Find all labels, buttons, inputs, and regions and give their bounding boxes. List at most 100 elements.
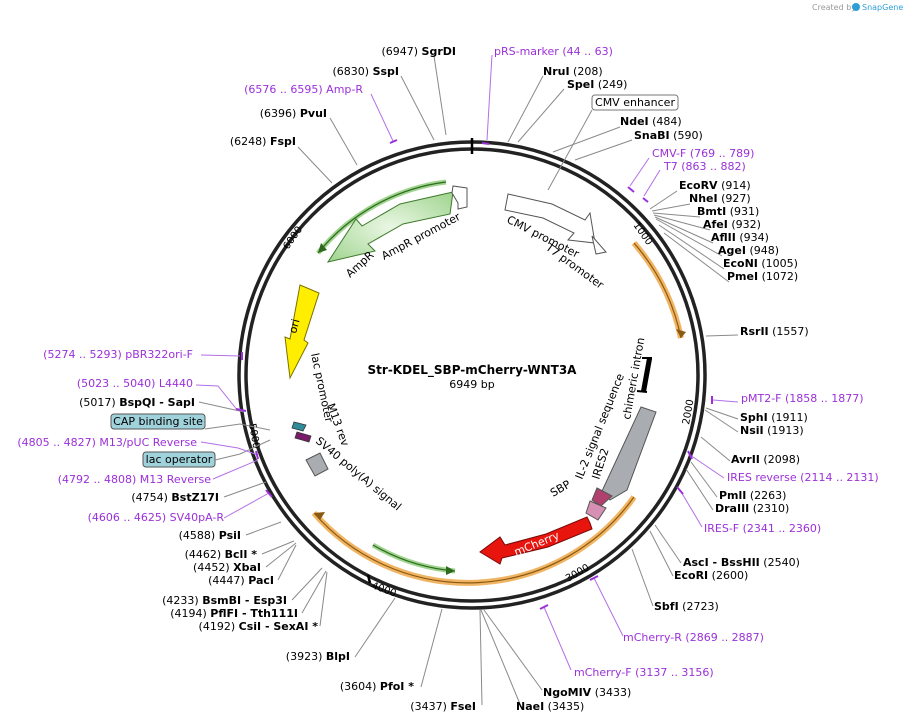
feature-label-sv40-polya: SV40 poly(A) signal bbox=[313, 434, 404, 513]
primer-mark-cmv-f bbox=[627, 186, 635, 193]
leader-fspi bbox=[297, 146, 333, 184]
sbp-shape bbox=[585, 500, 607, 521]
primer-label-t7: T7 (863 .. 882) bbox=[663, 160, 746, 173]
site-label-fspi: (6248) FspI bbox=[230, 135, 296, 148]
cap-binding-leader bbox=[204, 423, 271, 431]
lac-operator-label: lac operator bbox=[146, 453, 213, 466]
leader-pfoi bbox=[420, 608, 443, 688]
cap-binding-site-box bbox=[110, 413, 206, 430]
orf-arrowhead-top-right bbox=[676, 329, 686, 338]
m13-rev-shape bbox=[294, 431, 312, 443]
site-label-nhei: NheI (927) bbox=[689, 192, 751, 205]
site-label-nsii: NsiI (1913) bbox=[740, 424, 804, 437]
primer-mark-prs-marker bbox=[481, 142, 490, 145]
site-label-bspqi-sapi: (5017) BspQI - SapI bbox=[79, 396, 195, 409]
leader-bmti bbox=[652, 212, 701, 218]
created-by-text: Created by bbox=[812, 3, 856, 12]
primer-mark-ires-reverse bbox=[687, 450, 693, 460]
plasmid-name: Str-KDEL_SBP-mCherry-WNT3A bbox=[368, 363, 578, 378]
site-label-fsei: (3437) FseI bbox=[410, 700, 476, 713]
ampr-promoter-arrow bbox=[451, 185, 468, 210]
site-label-avrii: AvrII (2098) bbox=[731, 453, 800, 466]
feature-label-sbp: SBP bbox=[548, 478, 573, 500]
t7-promoter-arrow bbox=[591, 235, 607, 255]
site-label-pfoi: (3604) PfoI * bbox=[340, 680, 414, 693]
leader-sgrdi bbox=[433, 55, 447, 136]
site-label-bsmbi-esp3i: (4233) BsmBI - Esp3I bbox=[162, 594, 287, 607]
orf-arrowhead-bottom bbox=[314, 512, 325, 520]
leader-xbai bbox=[265, 542, 297, 568]
leader-nsii bbox=[704, 409, 739, 433]
leader-pvui bbox=[329, 117, 358, 166]
leader-bspqi bbox=[198, 401, 245, 413]
primer-label-ires-f: IRES-F (2341 .. 2360) bbox=[704, 522, 821, 535]
primer-label-l4440: (5023 .. 5040) L4440 bbox=[77, 377, 193, 390]
primer-label-mcherry-r: mCherry-R (2869 .. 2887) bbox=[623, 631, 764, 644]
primer-leader-cmv-f bbox=[629, 157, 650, 187]
orf-line-bottom bbox=[313, 496, 635, 584]
backbone bbox=[237, 138, 707, 610]
primer-mark-m13-puc-reverse bbox=[255, 450, 259, 460]
leader-lines bbox=[198, 55, 739, 706]
tick-2000: 2000 bbox=[681, 399, 696, 426]
ori-arrow bbox=[284, 284, 320, 380]
green-arrowhead-bottom bbox=[446, 566, 455, 575]
primer-leader-m13-puc-reverse bbox=[200, 441, 259, 456]
chimeric-intron-bar bbox=[641, 358, 652, 392]
primer-leader-mcherry-r bbox=[593, 577, 624, 637]
primer-mark-ires-f bbox=[676, 486, 684, 495]
leader-srui bbox=[507, 75, 544, 143]
il2-signal-sequence-shape bbox=[601, 406, 657, 501]
leader-avrii bbox=[700, 436, 731, 462]
orf-arcs bbox=[311, 179, 686, 586]
restriction-site-labels: (6947) SgrDI(6830) SspI(6396) PvuI(6248)… bbox=[79, 45, 809, 713]
leader-rsrii bbox=[705, 334, 739, 337]
tick-mark-4000 bbox=[366, 574, 372, 584]
site-label-bstz17i: (4754) BstZ17I bbox=[131, 491, 219, 504]
primer-leader-mcherry-f bbox=[543, 606, 572, 671]
site-label-econi: EcoNI (1005) bbox=[723, 257, 798, 270]
snapgene-logo: Created by SnapGene bbox=[812, 3, 903, 12]
primer-label-m13-puc-reverse: (4805 .. 4827) M13/pUC Reverse bbox=[17, 436, 197, 449]
mcherry-arrow bbox=[479, 516, 593, 565]
primer-leader-prs-marker bbox=[486, 54, 493, 141]
primer-label-prs-marker: pRS-marker (44 .. 63) bbox=[494, 45, 613, 58]
primer-leader-ires-reverse bbox=[689, 454, 725, 479]
primer-label-pmt2-f: pMT2-F (1858 .. 1877) bbox=[741, 392, 864, 405]
leader-pmli bbox=[690, 461, 718, 498]
site-label-csii-sexai: (4192) CsiI - SexAI * bbox=[199, 620, 319, 633]
site-label-snabi: SnaBI (590) bbox=[634, 129, 703, 142]
leader-sspi bbox=[400, 75, 435, 141]
primer-leader-l4440 bbox=[195, 384, 239, 412]
primer-mark-l4440 bbox=[235, 408, 247, 412]
lac-operator-leader bbox=[214, 439, 271, 461]
site-label-naei: NaeI (3435) bbox=[516, 700, 584, 713]
site-label-nrui: NruI (208) bbox=[543, 65, 603, 78]
tick-4000: 4000 bbox=[370, 580, 398, 599]
site-label-pmei: PmeI (1072) bbox=[727, 270, 798, 283]
site-label-bmti: BmtI (931) bbox=[697, 205, 759, 218]
cmv-enhancer-label: CMV enhancer bbox=[595, 96, 675, 109]
primer-label-m13-reverse: (4792 .. 4808) M13 Reverse bbox=[58, 473, 211, 486]
primer-label-pbr322ori-f: (5274 .. 5293) pBR322ori-F bbox=[43, 348, 193, 361]
leader-pflfi bbox=[301, 570, 327, 614]
leader-sbfi bbox=[631, 548, 654, 607]
ampr-arrow bbox=[326, 191, 454, 263]
site-label-sspi: (6830) SspI bbox=[332, 65, 399, 78]
primer-label-mcherry-f: mCherry-F (3137 .. 3156) bbox=[574, 666, 714, 679]
leader-agei bbox=[655, 218, 723, 257]
primer-leader-sv40pa-r bbox=[223, 492, 270, 519]
feature-label-mcherry: mCherry bbox=[512, 529, 561, 559]
leader-pmei bbox=[663, 232, 730, 283]
leader-nhei bbox=[651, 203, 691, 212]
site-label-pvui: (6396) PvuI bbox=[260, 107, 327, 120]
site-label-bcli: (4462) BclI * bbox=[185, 548, 258, 561]
tick-5000: 5000 bbox=[246, 423, 261, 450]
primer-mark-mcherry-f bbox=[539, 604, 549, 610]
leader-ecori bbox=[649, 530, 674, 577]
leader-ndei bbox=[552, 126, 621, 153]
leader-snabi bbox=[574, 139, 633, 161]
site-label-paci: (4447) PacI bbox=[208, 574, 274, 587]
